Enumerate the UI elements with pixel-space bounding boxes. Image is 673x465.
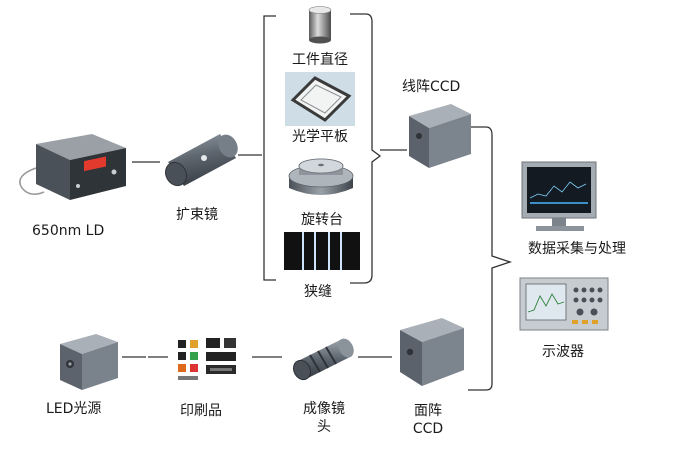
laser-diode-label: 650nm LD <box>32 223 105 239</box>
area-ccd-label-line1: 面阵 <box>414 403 442 419</box>
led-source-icon <box>60 334 118 390</box>
area-ccd-label-line2: CCD <box>412 421 444 437</box>
printed-product-icon <box>170 334 252 384</box>
line-ccd-label: 线阵CCD <box>402 79 461 95</box>
imaging-lens-icon <box>293 338 354 381</box>
workpiece-diameter-label: 工件直径 <box>292 52 348 68</box>
oscilloscope-icon <box>519 277 609 331</box>
slit-label: 狭缝 <box>304 284 332 300</box>
line-ccd-icon <box>409 104 471 168</box>
data-processing-label: 数据采集与处理 <box>528 241 626 257</box>
oscilloscope-label: 示波器 <box>542 344 584 360</box>
rotary-stage-label: 旋转台 <box>301 212 343 228</box>
slit-icon <box>284 232 360 270</box>
computer-monitor-icon <box>521 161 597 231</box>
optical-flat-icon <box>285 72 355 126</box>
rotary-stage-icon <box>288 158 354 195</box>
printed-product-label: 印刷品 <box>180 403 222 419</box>
optical-flat-label: 光学平板 <box>292 129 348 145</box>
beam-expander-label: 扩束镜 <box>176 207 218 223</box>
imaging-lens-label-line1: 成像镜 <box>303 401 345 417</box>
area-ccd-icon <box>400 318 464 386</box>
laser-diode-icon <box>19 134 126 200</box>
led-source-label: LED光源 <box>46 401 102 417</box>
imaging-lens-label-line2: 头 <box>317 419 331 435</box>
workpiece-cylinder-icon <box>308 6 332 44</box>
beam-expander-icon <box>165 134 238 187</box>
